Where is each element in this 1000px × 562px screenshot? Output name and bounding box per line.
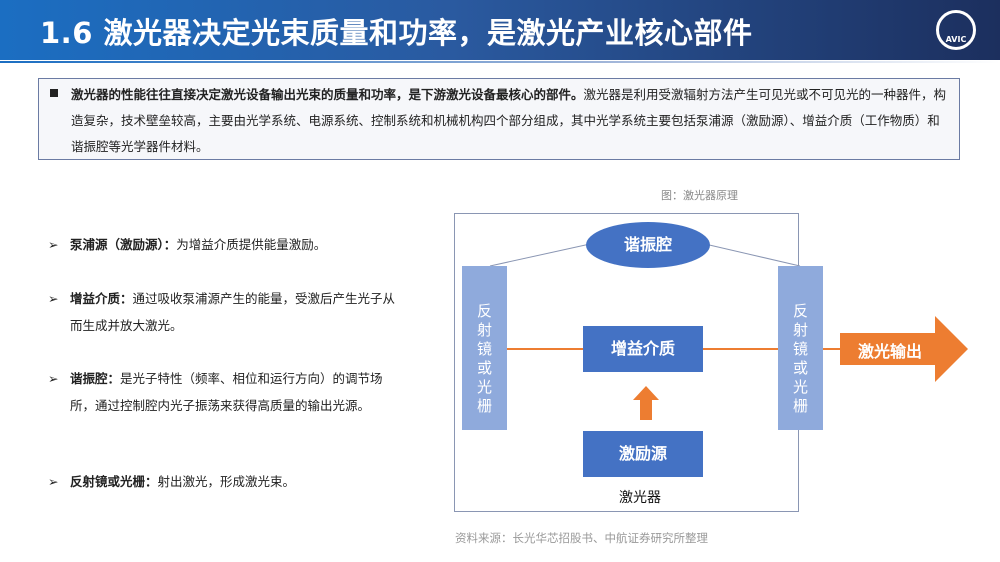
arrow-bullet-icon: ➢	[48, 371, 59, 386]
mirror-left: 反射镜或光栅	[462, 266, 507, 430]
arrow-bullet-icon: ➢	[48, 237, 59, 252]
summary-text: 激光器是利用受激辐射方法产生可见光或不可见光的一种器件，构造复杂，技术壁垒较高，…	[71, 87, 947, 154]
pump-source-block: 激励源	[583, 431, 703, 477]
arrow-bullet-icon: ➢	[48, 291, 59, 306]
square-bullet-icon	[50, 89, 58, 97]
bullet-desc: 通过吸收泵浦源产生的能量，受激后产生光子从而生成并放大激光。	[70, 291, 396, 333]
arrow-bullet-icon: ➢	[48, 474, 59, 489]
figure-caption: 图：激光器原理	[661, 189, 738, 202]
resonator-link-left	[489, 243, 591, 267]
bullet-term: 反射镜或光栅：	[70, 474, 158, 489]
header-bar	[0, 0, 1000, 60]
bullet-item: ➢ 反射镜或光栅：射出激光，形成激光束。	[48, 468, 398, 495]
resonator-link-right	[704, 243, 801, 267]
bullet-item: ➢ 增益介质：通过吸收泵浦源产生的能量，受激后产生光子从而生成并放大激光。	[48, 285, 398, 339]
bullet-desc: 射出激光，形成激光束。	[157, 474, 296, 489]
bullet-term: 谐振腔：	[70, 371, 121, 386]
bullet-desc: 为增益介质提供能量激励。	[176, 237, 327, 252]
pump-arrow-icon	[633, 386, 659, 420]
gain-medium-block: 增益介质	[583, 326, 703, 372]
bullet-desc: 是光子特性（频率、相位和运行方向）的调节场所，通过控制腔内光子振荡来获得高质量的…	[70, 371, 383, 413]
header-divider	[0, 61, 1000, 63]
bullet-item: ➢ 泵浦源（激励源）：为增益介质提供能量激励。	[48, 231, 398, 258]
avic-logo: AVIC	[936, 10, 976, 50]
source-note: 资料来源：长光华芯招股书、中航证券研究所整理	[455, 531, 708, 545]
bullet-item: ➢ 谐振腔：是光子特性（频率、相位和运行方向）的调节场所，通过控制腔内光子振荡来获…	[48, 365, 398, 419]
bullet-term: 泵浦源（激励源）：	[70, 237, 177, 252]
resonator-ellipse: 谐振腔	[586, 222, 710, 268]
page-title: 1.6 激光器决定光束质量和功率，是激光产业核心部件	[40, 16, 753, 50]
laser-label: 激光器	[619, 490, 661, 506]
output-arrow-shape	[840, 316, 968, 382]
summary-box: 激光器的性能往往直接决定激光设备输出光束的质量和功率，是下游激光设备最核心的部件…	[38, 78, 960, 160]
bullet-term: 增益介质：	[70, 291, 133, 306]
output-label: 激光输出	[858, 342, 923, 361]
mirror-right: 反射镜或光栅	[778, 266, 823, 430]
summary-bold: 激光器的性能往往直接决定激光设备输出光束的质量和功率，是下游激光设备最核心的部件…	[71, 87, 584, 102]
